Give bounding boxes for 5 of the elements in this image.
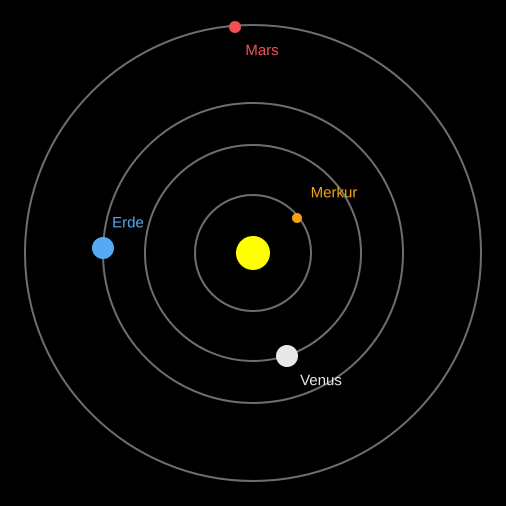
planet-label: Venus (300, 374, 342, 386)
planet-label: Mars (246, 44, 278, 56)
planet-label: Erde (113, 216, 144, 228)
sun (236, 236, 270, 270)
planet-label: Merkur (312, 186, 358, 198)
